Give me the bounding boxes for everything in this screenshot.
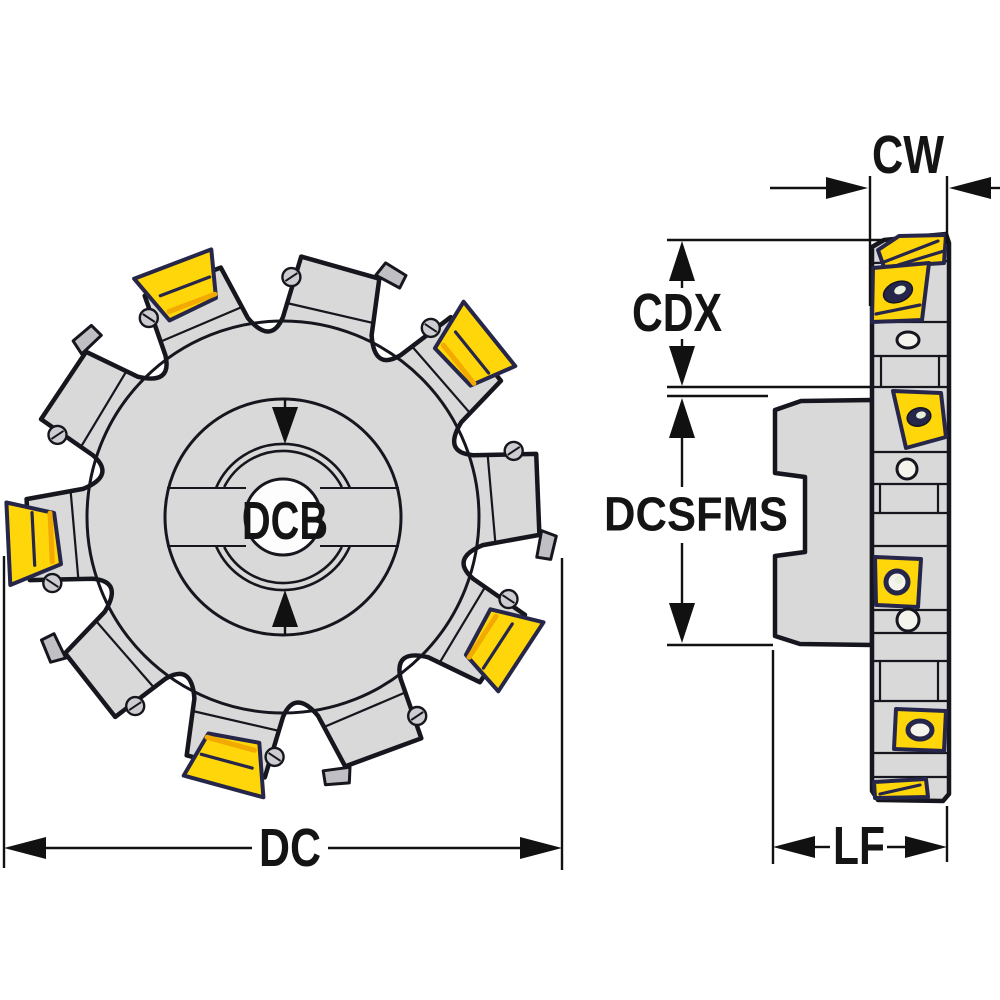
tooth-seat-line <box>159 305 244 343</box>
front-insert <box>132 247 218 323</box>
side-insert-bottom <box>872 777 930 800</box>
side-hole <box>895 457 919 481</box>
label-cw: CW <box>872 125 944 185</box>
arrow-down-icon <box>272 407 298 444</box>
dcsfms-dimension: DCSFMS <box>604 398 788 647</box>
face-circle-inner <box>163 397 403 637</box>
back-insert-slivers <box>40 261 558 787</box>
arrow-up-icon <box>669 398 695 438</box>
screw <box>281 266 302 288</box>
tooth-seat-line <box>69 489 80 581</box>
screw <box>498 588 519 610</box>
bore-ring-arc <box>215 442 351 488</box>
side-insert <box>870 261 931 324</box>
tooth-seat-line <box>191 709 281 733</box>
back-insert-sliver <box>321 765 352 787</box>
cw-dimension: CW <box>770 125 1000 306</box>
cdx-dimension: CDX <box>632 238 884 398</box>
screw <box>138 307 160 329</box>
side-holes <box>895 330 921 633</box>
bore-ring-arc <box>223 449 343 488</box>
arrow-left-icon <box>949 177 991 199</box>
side-insert-top <box>876 233 948 269</box>
label-cdx: CDX <box>632 283 722 343</box>
tooth-seat-line <box>410 345 472 415</box>
front-insert <box>432 299 518 388</box>
hub-flange <box>772 397 875 648</box>
side-view: CW CDX DCSFMS <box>604 125 1000 876</box>
bore-ring-arc <box>223 546 343 585</box>
arrow-right-icon <box>520 837 562 859</box>
label-dcsfms: DCSFMS <box>604 489 788 542</box>
label-lf: LF <box>833 816 885 876</box>
front-insert <box>4 500 63 587</box>
side-hole <box>895 607 921 633</box>
arrow-up-icon <box>272 590 298 627</box>
screw <box>407 705 428 727</box>
dc-dimension: DC <box>2 556 564 878</box>
screw <box>47 424 68 446</box>
back-insert-sliver <box>535 529 558 561</box>
tooth-seat-line <box>79 370 128 449</box>
back-insert-sliver <box>40 632 68 664</box>
arrow-down-icon <box>669 603 695 643</box>
screw <box>124 695 146 717</box>
screw <box>420 317 441 339</box>
tooth-seat-line <box>285 301 375 325</box>
bore-ring-arc <box>215 546 351 592</box>
arrow-up-icon <box>669 241 695 281</box>
arrow-right-icon <box>826 177 868 199</box>
side-inserts <box>870 233 948 800</box>
back-insert-sliver <box>374 261 408 290</box>
front-insert <box>463 607 546 694</box>
label-dc: DC <box>259 818 321 878</box>
tooth-seat-line <box>486 453 497 545</box>
keyway-band <box>167 487 399 547</box>
back-insert-sliver <box>71 323 103 356</box>
side-hole <box>895 330 921 350</box>
front-insert <box>181 731 266 800</box>
tooth-seat-line <box>94 619 156 690</box>
side-insert <box>891 389 948 450</box>
label-dcb: DCB <box>242 491 328 551</box>
front-inserts <box>4 247 546 800</box>
arrow-left-icon <box>4 837 46 859</box>
face-circle-outer <box>85 319 481 715</box>
center-bore <box>243 477 323 557</box>
clamp-screws <box>42 266 524 768</box>
dcb-dimension: DCB <box>242 399 328 635</box>
tooth-seat-line <box>438 585 487 665</box>
lf-dimension: LF <box>771 650 949 876</box>
arrow-right-icon <box>905 836 947 858</box>
tooth-seat-line <box>322 691 407 729</box>
arrow-down-icon <box>669 346 695 386</box>
screw <box>264 746 285 768</box>
tooth-seat-lines <box>69 301 497 733</box>
side-insert <box>892 707 948 753</box>
bore-rings <box>215 442 351 592</box>
screw <box>503 440 524 462</box>
screw <box>42 572 63 594</box>
side-insert <box>873 555 923 609</box>
arrow-left-icon <box>773 836 815 858</box>
front-view: DCB DC <box>2 247 564 878</box>
